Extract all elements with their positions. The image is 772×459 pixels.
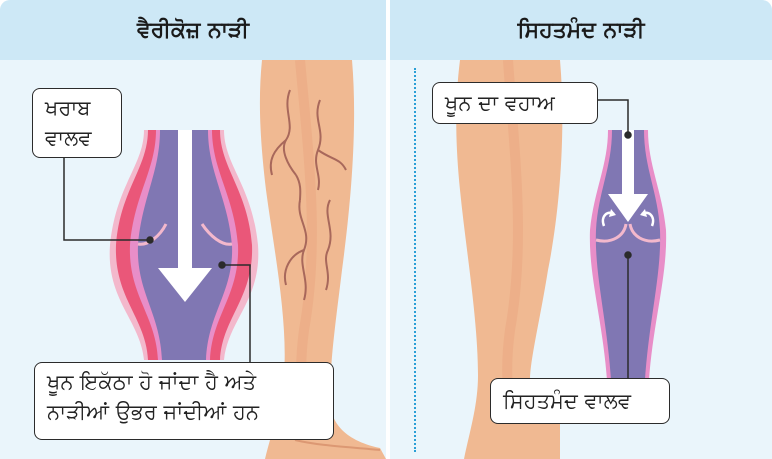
faulty-valve-line-1: ਖਰਾਬ	[45, 93, 109, 123]
healthy-valve-label: ਸਿਹਤਮੰਦ ਵਾਲਵ	[490, 378, 670, 424]
varicose-vein	[110, 130, 259, 360]
blood-flow-label: ਖੂਨ ਦਾ ਵਹਾਅ	[432, 82, 598, 124]
faulty-valve-label: ਖਰਾਬ ਵਾਲਵ	[32, 88, 122, 158]
healthy-valve-text: ਸਿਹਤਮੰਦ ਵਾਲਵ	[503, 389, 631, 413]
faulty-valve-line-2: ਵਾਲਵ	[45, 123, 109, 153]
pooling-line-1: ਖੂਨ ਇਕੱਠਾ ਹੋ ਜਾਂਦਾ ਹੈ ਅਤੇ	[47, 367, 321, 397]
pooling-label: ਖੂਨ ਇਕੱਠਾ ਹੋ ਜਾਂਦਾ ਹੈ ਅਤੇ ਨਾੜੀਆਂ ਉਭਰ ਜਾਂ…	[34, 362, 334, 440]
pooling-line-2: ਨਾੜੀਆਂ ਉਭਰ ਜਾਂਦੀਆਂ ਹਨ	[47, 397, 321, 427]
blood-flow-text: ਖੂਨ ਦਾ ਵਹਾਅ	[445, 91, 555, 115]
